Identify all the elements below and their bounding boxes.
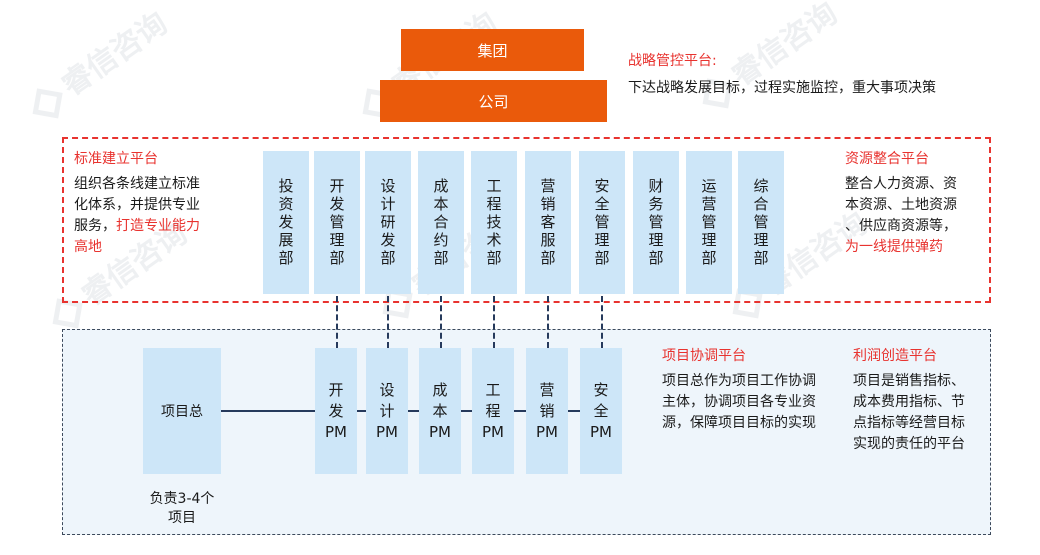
connector-dashed	[387, 296, 389, 348]
dept-label: 工程技术部	[484, 177, 503, 268]
profit-platform-title: 利润创造平台	[853, 348, 937, 364]
coordination-desc-line: 主体，协调项目各专业资	[662, 394, 816, 410]
resource-platform-desc: 整合人力资源、资 本资源、土地资源 、供应商资源等， 为一线提供弹药	[845, 174, 995, 258]
leader-note-line: 项目	[168, 510, 196, 526]
coordination-desc-line: 源，保障项目目标的实现	[662, 415, 816, 431]
dept-investment: 投资发展部	[263, 151, 309, 294]
standard-platform-desc: 组织各条线建立标准 化体系，并提供专业 服务，打造专业能力 高地	[74, 174, 254, 258]
coordination-platform-desc: 项目总作为项目工作协调 主体，协调项目各专业资 源，保障项目目标的实现	[662, 371, 816, 434]
dept-safety: 安全管理部	[579, 151, 625, 294]
connector-dashed	[440, 296, 442, 348]
dept-label: 成本合约部	[431, 177, 450, 268]
standard-highlight: 打造专业能力	[116, 218, 200, 234]
standard-platform-title: 标准建立平台	[74, 151, 158, 167]
dept-general: 综合管理部	[738, 151, 784, 294]
profit-desc-line: 项目是销售指标、	[853, 373, 965, 389]
company-box: 公司	[380, 80, 607, 122]
pm-engineering: 工程 PM	[472, 348, 514, 474]
pm-suffix: PM	[429, 422, 451, 441]
pm-cost: 成本 PM	[419, 348, 461, 474]
dept-finance: 财务管理部	[633, 151, 679, 294]
connector-dashed	[493, 296, 495, 348]
watermark-logo-icon	[32, 87, 63, 119]
dept-label: 综合管理部	[751, 177, 770, 268]
pm-safety: 安全 PM	[580, 348, 622, 474]
resource-desc-line: 本资源、土地资源	[845, 197, 957, 213]
strategic-title: 战略管控平台:	[628, 53, 717, 69]
resource-desc-line: 、供应商资源等，	[845, 218, 957, 234]
pm-design: 设计 PM	[366, 348, 408, 474]
dept-development: 开发管理部	[314, 151, 360, 294]
pm-suffix: PM	[482, 422, 504, 441]
pm-name: 营销	[539, 380, 555, 420]
coordination-platform-title: 项目协调平台	[662, 348, 746, 364]
pm-name: 设计	[379, 380, 395, 420]
profit-platform-desc: 项目是销售指标、 成本费用指标、节 点指标等经营目标 实现的责任的平台	[853, 371, 965, 455]
company-label: 公司	[478, 92, 509, 111]
dept-label: 财务管理部	[646, 177, 665, 268]
dept-marketing: 营销客服部	[525, 151, 571, 294]
dept-engineering: 工程技术部	[471, 151, 517, 294]
standard-highlight: 高地	[74, 239, 102, 255]
watermark: 睿信咨询	[21, 0, 174, 125]
resource-desc-line: 整合人力资源、资	[845, 176, 957, 192]
connector-dashed	[601, 296, 603, 348]
pm-suffix: PM	[325, 422, 347, 441]
project-leader-note: 负责3-4个 项目	[144, 490, 220, 528]
resource-platform-title: 资源整合平台	[845, 151, 929, 167]
dept-cost: 成本合约部	[418, 151, 464, 294]
connector-dashed	[336, 296, 338, 348]
dept-label: 开发管理部	[327, 177, 346, 268]
standard-desc-line: 服务，	[74, 218, 116, 234]
resource-highlight: 为一线提供弹药	[845, 239, 943, 255]
pm-suffix: PM	[536, 422, 558, 441]
standard-desc-line: 组织各条线建立标准	[74, 176, 200, 192]
dept-label: 投资发展部	[276, 177, 295, 268]
dept-label: 安全管理部	[592, 177, 611, 268]
dept-operations: 运营管理部	[686, 151, 732, 294]
connector-dashed	[547, 296, 549, 348]
standard-platform-frame	[62, 137, 991, 303]
pm-name: 成本	[432, 380, 448, 420]
pm-name: 安全	[593, 380, 609, 420]
strategic-desc: 下达战略发展目标，过程实施监控，重大事项决策	[628, 80, 936, 96]
profit-desc-line: 成本费用指标、节	[853, 394, 965, 410]
pm-name: 开发	[328, 380, 344, 420]
dept-label: 营销客服部	[538, 177, 557, 268]
pm-marketing: 营销 PM	[526, 348, 568, 474]
dept-label: 设计研发部	[378, 177, 397, 268]
pm-suffix: PM	[590, 422, 612, 441]
dept-label: 运营管理部	[699, 177, 718, 268]
leader-note-line: 负责3-4个	[149, 491, 215, 507]
project-leader-box: 项目总	[143, 348, 221, 474]
standard-desc-line: 化体系，并提供专业	[74, 197, 200, 213]
group-label: 集团	[477, 41, 508, 60]
profit-desc-line: 实现的责任的平台	[853, 436, 965, 452]
pm-name: 工程	[485, 380, 501, 420]
profit-desc-line: 点指标等经营目标	[853, 415, 965, 431]
pm-development: 开发 PM	[315, 348, 357, 474]
project-leader-label: 项目总	[161, 404, 203, 420]
group-box: 集团	[401, 29, 584, 71]
dept-design: 设计研发部	[365, 151, 411, 294]
pm-suffix: PM	[376, 422, 398, 441]
coordination-desc-line: 项目总作为项目工作协调	[662, 373, 816, 389]
